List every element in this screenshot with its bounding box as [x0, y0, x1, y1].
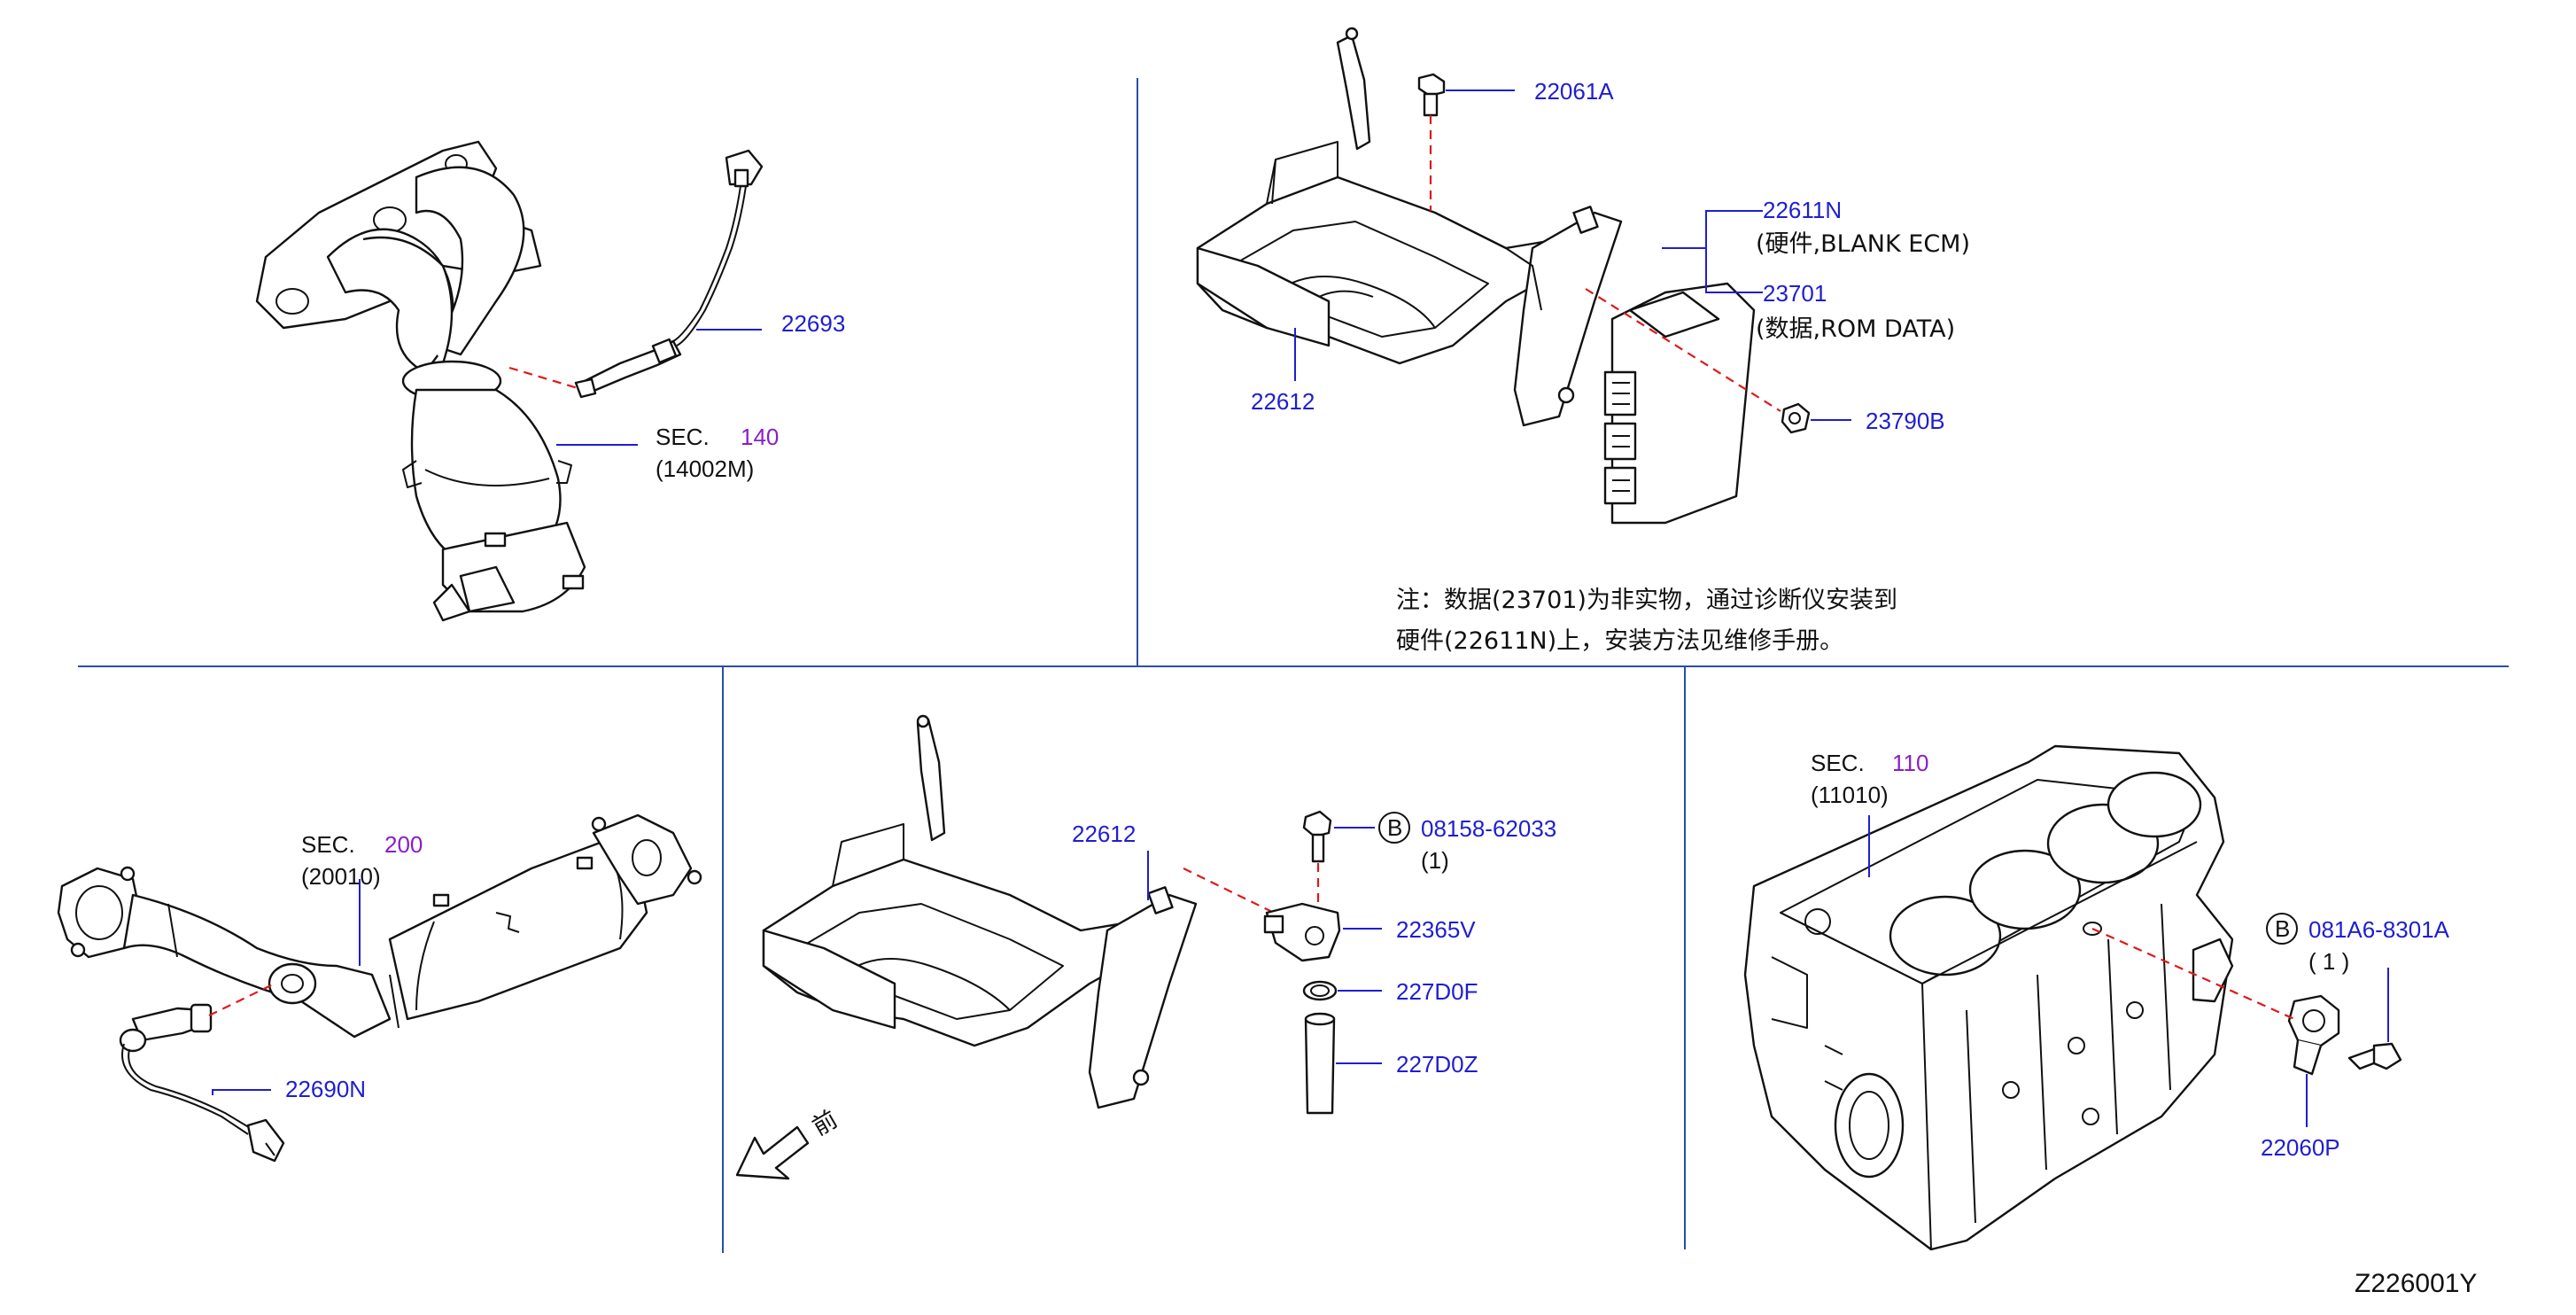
ecm-bracket-22612-drawing — [1196, 27, 1623, 427]
front-arrow-icon — [735, 1125, 810, 1180]
callouts-panel-2: 22061A 22611N (硬件,BLANK ECM) 23701 (数据,R… — [1251, 78, 1970, 434]
label-227D0Z: 227D0Z — [1396, 1051, 1478, 1078]
label-081A6-8301A: 081A6-8301A — [2308, 916, 2450, 943]
bolt-22061A-drawing — [1417, 73, 1446, 117]
label-22612-mid: 22612 — [1072, 821, 1136, 847]
label-sec140-number: 140 — [741, 424, 779, 450]
label-b-marker-2: B — [2275, 915, 2290, 942]
bolt-081A6-drawing — [2347, 1042, 2402, 1070]
label-front: 前 — [808, 1106, 842, 1141]
panel-dividers — [78, 78, 2509, 1253]
exhaust-manifold-drawing — [255, 140, 586, 622]
bolt-type-b-marker-2 — [2266, 913, 2298, 945]
oxygen-sensor-22693-drawing — [574, 149, 764, 399]
label-sec200-prefix: SEC. — [301, 831, 355, 858]
guide-22690N — [208, 983, 275, 1016]
label-081A6-qty: ( 1 ) — [2308, 948, 2349, 975]
label-22365V: 22365V — [1396, 916, 1476, 943]
label-23701-desc: (数据,ROM DATA) — [1756, 315, 1955, 343]
bolt-type-b-marker — [1378, 812, 1410, 844]
label-11010: (11010) — [1811, 782, 1889, 808]
small-parts-drawing — [1263, 810, 1341, 1115]
cylinder-block-drawing — [1743, 744, 2234, 1251]
label-22612-top: 22612 — [1251, 388, 1315, 415]
label-sec140-prefix: SEC. — [656, 424, 710, 450]
label-22060P: 22060P — [2261, 1134, 2340, 1161]
guide-ecm — [1585, 288, 1781, 412]
guide-22365V — [1183, 868, 1275, 914]
label-23701: 23701 — [1763, 280, 1827, 307]
note-line-1: 注：数据(23701)为非实物，通过诊断仪安装到 — [1396, 587, 1897, 614]
callouts-panel-1: 22693 SEC. 140 (14002M) — [556, 310, 845, 482]
diagram-id: Z226001Y — [2355, 1269, 2477, 1298]
guide-22693 — [508, 366, 578, 390]
note-block: 注：数据(23701)为非实物，通过诊断仪安装到 硬件(22611N)上，安装方… — [1396, 587, 1897, 655]
label-sec200-number: 200 — [384, 831, 423, 858]
label-b-marker-1: B — [1387, 814, 1402, 841]
label-08158-qty: (1) — [1421, 847, 1449, 874]
label-23790B: 23790B — [1866, 408, 1945, 434]
nut-23790B-drawing — [1781, 402, 1811, 434]
label-22611N-desc: (硬件,BLANK ECM) — [1756, 230, 1970, 258]
guide-22060P — [2091, 927, 2295, 1021]
front-direction-indicator: 前 — [735, 1106, 842, 1180]
label-22693: 22693 — [781, 310, 845, 337]
label-22061A: 22061A — [1534, 78, 1614, 105]
front-tube-catalyst-drawing — [57, 813, 702, 1039]
label-20010: (20010) — [301, 863, 381, 890]
oxygen-sensor-22690N-drawing — [119, 1003, 285, 1163]
label-22690N: 22690N — [285, 1076, 366, 1102]
label-sec110-prefix: SEC. — [1811, 750, 1865, 776]
bracket-22612-mid-drawing — [762, 714, 1198, 1109]
ecm-unit-drawing — [1603, 282, 1756, 525]
knock-sensor-22060P-drawing — [2287, 994, 2340, 1076]
note-line-2: 硬件(22611N)上，安装方法见维修手册。 — [1396, 627, 1843, 655]
label-08158-62033: 08158-62033 — [1421, 815, 1556, 842]
label-14002M: (14002M) — [656, 455, 754, 482]
callouts-panel-3: SEC. 200 (20010) 22690N — [212, 831, 423, 1102]
callouts-panel-4: 22612 B 08158-62033 (1) 22365V 227D0F 22… — [1072, 812, 1556, 1078]
label-227D0F: 227D0F — [1396, 978, 1478, 1005]
label-22611N: 22611N — [1763, 197, 1842, 223]
callouts-panel-5: SEC. 110 (11010) B 081A6-8301A ( 1 ) 220… — [1811, 750, 2450, 1161]
label-sec110-number: 110 — [1892, 750, 1928, 776]
